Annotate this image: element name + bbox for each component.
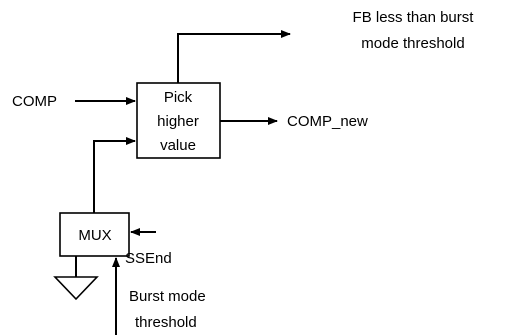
- comp-new-label: COMP_new: [287, 113, 368, 130]
- fb-output-arrow: [177, 30, 291, 83]
- mux-label: MUX: [78, 227, 111, 244]
- ssend-label: SSEnd: [125, 250, 172, 267]
- mux-box: [59, 212, 130, 257]
- pick-block-line-2: higher: [157, 113, 199, 130]
- pick-block-line-3: value: [160, 137, 196, 154]
- comp-label: COMP: [12, 93, 57, 110]
- ground-symbol: [53, 256, 99, 301]
- pick-block-line-1: Pick: [164, 89, 193, 106]
- mux-block: MUX: [59, 212, 130, 257]
- burst-label-line-2: threshold: [135, 314, 197, 331]
- pick-higher-value-block: Pick higher value: [136, 82, 221, 159]
- burst-label-line-1: Burst mode: [129, 288, 206, 305]
- ground-triangle: [53, 276, 99, 301]
- fb-label-line-2: mode threshold: [361, 35, 464, 52]
- pick-higher-value-box: [136, 82, 221, 159]
- fb-label-line-1: FB less than burst: [353, 9, 475, 26]
- mux-to-pick-arrow: [93, 137, 136, 213]
